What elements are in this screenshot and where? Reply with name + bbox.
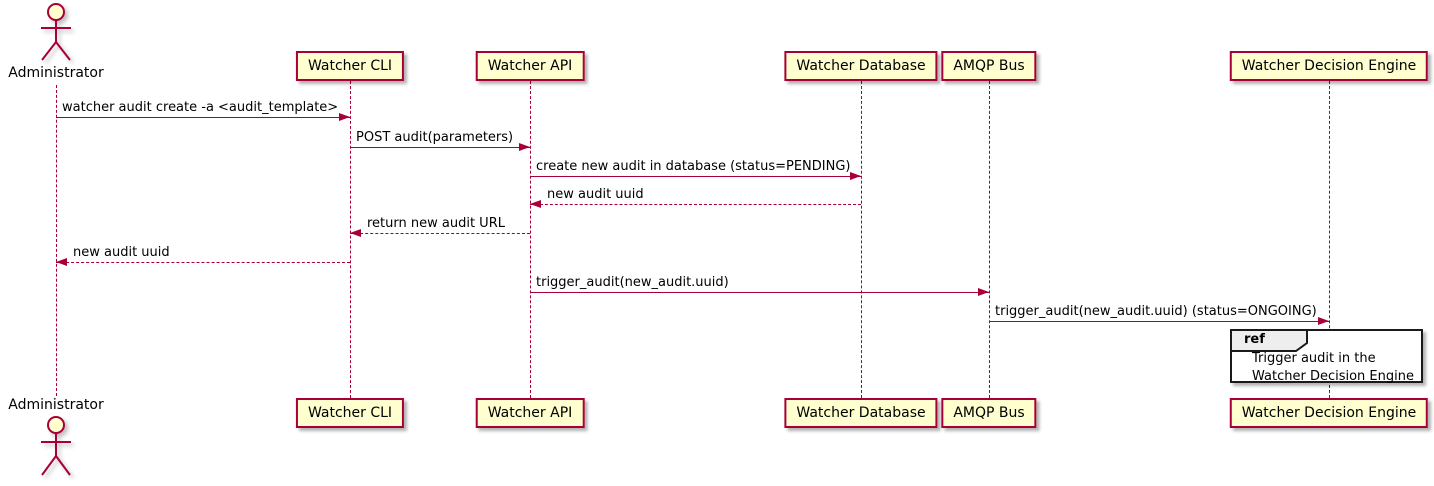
- lifeline-amqp-bus: [989, 81, 990, 398]
- message-line: [56, 117, 350, 118]
- participant-box-watcher-decision-engine-bottom: Watcher Decision Engine: [1229, 398, 1429, 428]
- message-line: [350, 147, 530, 148]
- participant-box-watcher-api-top: Watcher API: [475, 51, 585, 81]
- participant-box-watcher-api-bottom: Watcher API: [475, 398, 585, 428]
- message-label: new audit uuid: [73, 245, 170, 260]
- message-label: trigger_audit(new_audit.uuid) (status=ON…: [995, 304, 1317, 319]
- arrowhead-right-icon: [519, 143, 530, 151]
- arrowhead-left-icon: [350, 229, 361, 237]
- ref-keyword: ref: [1244, 332, 1265, 347]
- lifeline-watcher-api: [530, 81, 531, 398]
- actor-icon: [41, 416, 71, 476]
- actor-icon: [41, 3, 71, 61]
- ref-text-line: Watcher Decision Engine: [1252, 369, 1414, 384]
- arrowhead-left-icon: [530, 200, 541, 208]
- arrowhead-right-icon: [850, 172, 861, 180]
- message-line: [350, 233, 530, 234]
- arrowhead-right-icon: [339, 113, 350, 121]
- arrowhead-right-icon: [978, 288, 989, 296]
- message-label: trigger_audit(new_audit.uuid): [536, 275, 729, 290]
- participant-box-watcher-cli-top: Watcher CLI: [295, 51, 405, 81]
- message-line: [530, 204, 861, 205]
- message-label: create new audit in database (status=PEN…: [536, 159, 851, 174]
- lifeline-watcher-database: [861, 81, 862, 398]
- participant-box-amqp-bus-bottom: AMQP Bus: [941, 398, 1037, 428]
- ref-text-line: Trigger audit in the: [1252, 351, 1376, 366]
- participant-box-amqp-bus-top: AMQP Bus: [941, 51, 1037, 81]
- participant-box-watcher-database-top: Watcher Database: [784, 51, 938, 81]
- actor-label-administrator-top: Administrator: [8, 65, 104, 81]
- message-label: watcher audit create -a <audit_template>: [62, 100, 339, 115]
- participant-box-watcher-decision-engine-top: Watcher Decision Engine: [1229, 51, 1429, 81]
- message-label: POST audit(parameters): [356, 130, 514, 145]
- message-label: return new audit URL: [367, 216, 505, 231]
- message-label: new audit uuid: [547, 187, 644, 202]
- lifeline-watcher-cli: [350, 81, 351, 398]
- arrowhead-right-icon: [1318, 317, 1329, 325]
- message-line: [530, 292, 989, 293]
- message-line: [989, 321, 1329, 322]
- lifeline-watcher-decision-engine: [1329, 81, 1330, 398]
- ref-fragment: ref Trigger audit in the Watcher Decisio…: [1230, 329, 1423, 384]
- actor-label-administrator-bottom: Administrator: [8, 397, 104, 413]
- lifeline-administrator: [56, 85, 57, 396]
- ref-header-shape-icon: [1230, 329, 1308, 352]
- arrowhead-left-icon: [56, 258, 67, 266]
- message-line: [530, 176, 861, 177]
- participant-box-watcher-cli-bottom: Watcher CLI: [295, 398, 405, 428]
- participant-box-watcher-database-bottom: Watcher Database: [784, 398, 938, 428]
- message-line: [56, 262, 350, 263]
